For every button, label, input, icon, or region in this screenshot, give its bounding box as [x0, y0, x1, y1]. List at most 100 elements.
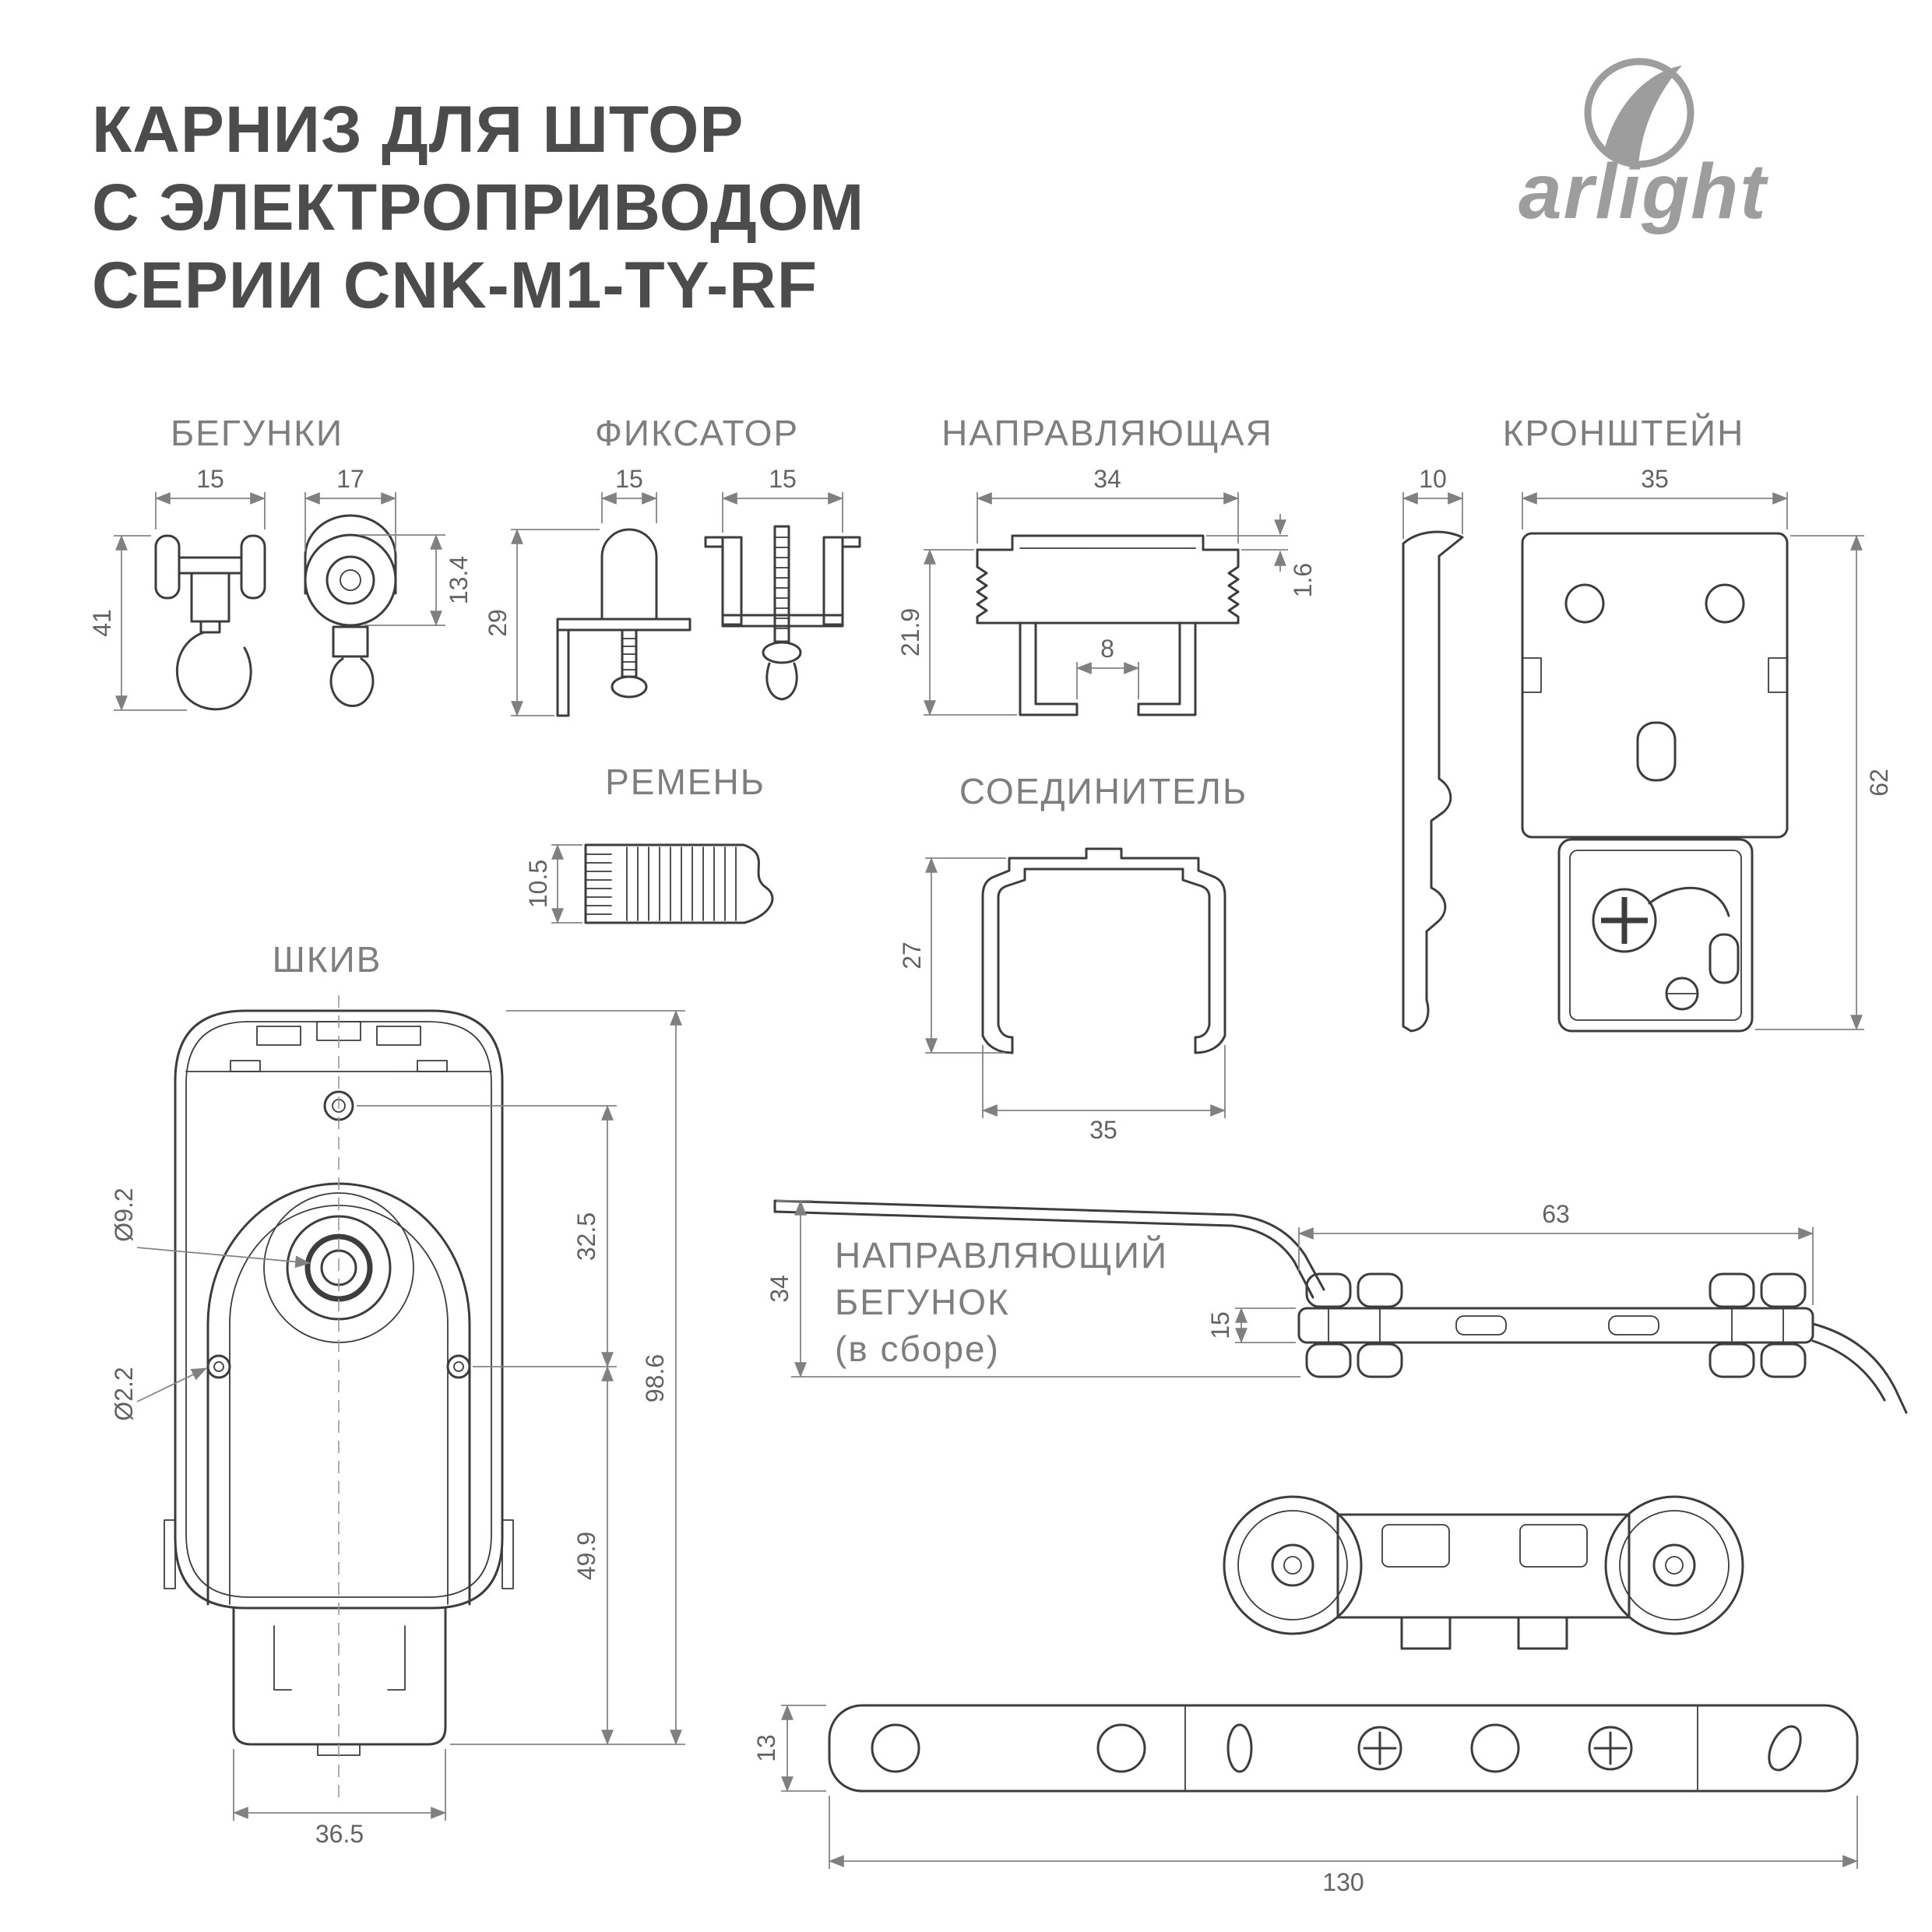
guide-runner-label-line3: (в сборе): [835, 1328, 1000, 1369]
guide-runner-dim-bar-height: 13: [752, 1705, 826, 1792]
page-title-line3: СЕРИИ CNK-M1-TY-RF: [92, 248, 818, 322]
connector-dim-width: 35: [982, 1045, 1226, 1144]
runner-wheel: [304, 533, 397, 627]
runners-label: БЕГУНКИ: [171, 413, 343, 453]
page-title-line1: КАРНИЗ ДЛЯ ШТОР: [92, 93, 744, 166]
fixator-label: ФИКСАТОР: [595, 413, 799, 453]
rail-label: НАПРАВЛЯЮЩАЯ: [941, 413, 1273, 453]
section-fixator: ФИКСАТОР 15: [484, 413, 861, 717]
bracket-dim-height: 62: [1755, 535, 1893, 1030]
guide-runner-front-view: [1223, 1495, 1744, 1650]
rail-dim-height: 21.9: [896, 549, 1017, 716]
pulley-label: ШКИВ: [273, 939, 382, 980]
bracket-hole: [1705, 583, 1745, 624]
fixator-pin: [600, 528, 658, 621]
dim-text: 63: [1542, 1200, 1570, 1228]
section-bracket: КРОНШТЕЙН 10 35 62: [1402, 413, 1893, 1033]
bracket-label: КРОНШТЕЙН: [1503, 413, 1745, 453]
runner-front-drawing: [304, 514, 397, 707]
fixator-right-drawing: [704, 525, 861, 701]
pulley-bottom-block: [232, 1606, 447, 1746]
pulley-housing: [174, 1009, 504, 1610]
dim-text: 10: [1419, 465, 1447, 493]
bar-hole: [1096, 1723, 1146, 1773]
runner-wheel: [1604, 1495, 1744, 1635]
fixator-threaded-rod: [773, 525, 790, 643]
pulley-dim-total: 98.6: [506, 1010, 685, 1745]
dim-text: 34: [765, 1275, 794, 1303]
rail-profile-drawing: [976, 534, 1240, 716]
phillips-screw-icon: [1588, 1726, 1633, 1771]
guide-runner-dim-rail-height: 15: [1206, 1307, 1296, 1343]
belt-body: [610, 843, 774, 924]
dim-text: 13: [752, 1734, 780, 1762]
title-block: КАРНИЗ ДЛЯ ШТОР С ЭЛЕКТРОПРИВОДОМ СЕРИИ …: [92, 93, 864, 322]
guide-runner-bottom-view: [828, 1704, 1859, 1793]
phillips-screw-icon: [1357, 1726, 1402, 1771]
belt-dim-height: 10.5: [524, 844, 582, 924]
guide-runner-label-line1: НАПРАВЛЯЮЩИЙ: [835, 1235, 1168, 1276]
bar-slot: [1226, 1723, 1253, 1773]
dim-text: 15: [769, 465, 797, 493]
dim-text: 62: [1865, 769, 1893, 797]
pulley-dim-hole: Ø2.2: [110, 1367, 207, 1421]
bar-hole: [1470, 1723, 1520, 1773]
bracket-side-drawing: [1402, 530, 1464, 1033]
dim-text: Ø2.2: [110, 1367, 138, 1420]
guide-runner-dim-height-side: 34: [765, 1200, 1300, 1378]
dim-text: 49.9: [572, 1532, 600, 1580]
section-connector: СОЕДИНИТЕЛЬ 27 35: [898, 771, 1248, 1144]
dim-text: 8: [1100, 635, 1114, 663]
bar-slot: [1768, 1725, 1802, 1772]
carriage-wheel: [1305, 1272, 1352, 1308]
guide-runner-dim-length-total: 130: [829, 1796, 1858, 1896]
bracket-profile: [1402, 530, 1464, 1033]
dim-text: 15: [196, 465, 224, 493]
bracket-dim-depth: 10: [1402, 465, 1463, 539]
fixator-left-drawing: [556, 528, 692, 717]
connector-label: СОЕДИНИТЕЛЬ: [959, 771, 1248, 811]
pulley-screw-hole: [446, 1354, 471, 1379]
runners-dim-height: 41: [88, 535, 187, 711]
belt-drawing: [584, 843, 774, 924]
rail-outline: [976, 534, 1240, 625]
runner-wheel: [1223, 1495, 1363, 1635]
connector-drawing: [981, 847, 1226, 1054]
slotted-screw-icon: [1665, 977, 1699, 1011]
guide-runner-top-view: [773, 1199, 1908, 1414]
runners-dim-wheel: 13.4: [360, 534, 473, 626]
rail-dim-slot: 8: [1076, 635, 1139, 699]
dim-text: 41: [88, 609, 116, 637]
pulley-dim-top: 32.5: [357, 1105, 617, 1367]
brand-ring-icon: [1584, 58, 1694, 168]
carriage-wheel: [1357, 1343, 1403, 1378]
dim-text: 130: [1322, 1868, 1364, 1896]
section-guide-runner: НАПРАВЛЯЮЩИЙ БЕГУНОК (в сборе): [752, 1199, 1908, 1896]
dim-text: 1.6: [1289, 563, 1317, 597]
rail-dim-width: 34: [977, 465, 1239, 544]
pulley-dim-width: 36.5: [233, 1749, 446, 1848]
belt-label: РЕМЕНЬ: [605, 762, 765, 802]
phillips-screw-icon: [1592, 888, 1657, 953]
bar-hole: [871, 1723, 920, 1773]
dim-text: 34: [1093, 465, 1121, 493]
bracket-plate: [1521, 532, 1789, 839]
dim-text: 98.6: [641, 1354, 669, 1402]
brand-text: arlight: [1519, 148, 1768, 235]
fixator-dim-width-right: 15: [722, 465, 843, 533]
dim-text: 35: [1641, 465, 1669, 493]
section-belt: РЕМЕНЬ 10.5: [524, 762, 774, 924]
brand-swoosh-icon: [1604, 65, 1682, 165]
carriage-wheel: [1709, 1343, 1755, 1378]
carriage-wheel: [1760, 1272, 1807, 1308]
carriage-wheel: [1305, 1343, 1352, 1378]
pulley-dim-bottom: 49.9: [450, 1366, 685, 1745]
section-pulley: ШКИВ Ø9.2 Ø2.2: [110, 939, 685, 1848]
bracket-dim-width: 35: [1522, 465, 1788, 530]
fixator-dim-height: 29: [484, 529, 600, 716]
fixator-dim-width-left: 15: [601, 465, 657, 523]
pulley-screw-hole: [206, 1354, 231, 1379]
dim-text: 17: [336, 465, 364, 493]
carriage-wheel: [1357, 1272, 1403, 1308]
